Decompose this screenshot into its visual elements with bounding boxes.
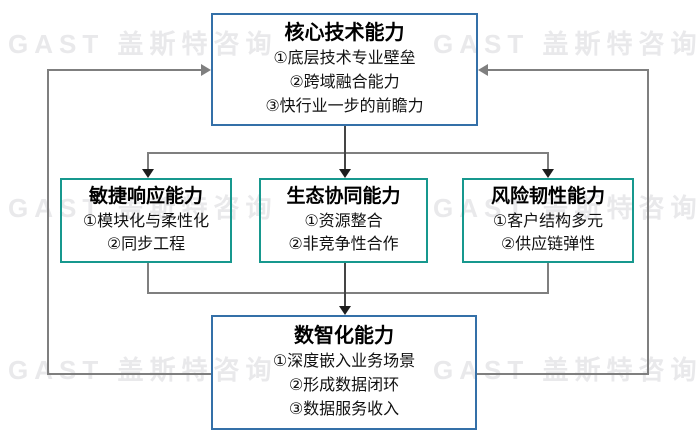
capability-item: ①客户结构多元 [492,213,604,231]
watermark-text: GAST 盖斯特咨询 [8,355,278,385]
connector-line [147,292,549,294]
box-digitalization-capability: 数智化能力 ①深度嵌入业务场景 ②形成数据闭环 ③数据服务收入 [211,315,477,430]
capability-item: ③快行业一步的前瞻力 [265,98,424,115]
capability-item: ②跨域融合能力 [289,74,400,91]
connector-line [147,152,549,154]
arrow-down-icon [542,169,554,178]
watermark-text: GAST 盖斯特咨询 [433,193,700,223]
arrow-down-icon [142,169,154,178]
connector-line [547,263,549,294]
box-title: 数智化能力 [294,325,394,347]
capability-item: ①资源整合 [304,213,383,231]
arrow-down-icon [339,306,351,315]
connector-line [344,263,346,294]
box-risk-resilience-capability: 风险韧性能力 ①客户结构多元 ②供应链弹性 [462,178,634,263]
connector-line [47,69,202,71]
box-agile-response-capability: 敏捷响应能力 ①模块化与柔性化 ②同步工程 [60,178,232,263]
capability-item: ③数据服务收入 [288,401,400,418]
connector-line [47,69,49,375]
capability-item: ②供应链弹性 [500,236,596,254]
connector-line [344,126,346,154]
connector-line [344,152,346,169]
capability-item: ①深度嵌入业务场景 [272,353,416,370]
box-title: 核心技术能力 [284,22,405,44]
connector-line [477,373,649,375]
capability-item: ①底层技术专业壁垒 [273,50,416,67]
watermark-text: GAST 盖斯特咨询 [8,193,278,223]
arrow-right-icon [201,64,211,76]
connector-line [488,69,649,71]
capability-item: ②形成数据闭环 [288,377,400,394]
connector-line [147,263,149,294]
connector-line [147,152,149,169]
capability-item: ①模块化与柔性化 [82,213,210,231]
connector-line [344,292,346,307]
arrow-left-icon [478,64,488,76]
box-title: 生态协同能力 [286,186,401,208]
capability-item: ②非竞争性合作 [288,236,399,254]
connector-line [47,373,211,375]
box-title: 敏捷响应能力 [88,186,203,208]
watermark-text: GAST 盖斯特咨询 [8,29,278,59]
arrow-down-icon [339,169,351,178]
box-core-tech-capability: 核心技术能力 ①底层技术专业壁垒 ②跨域融合能力 ③快行业一步的前瞻力 [211,13,478,126]
box-title: 风险韧性能力 [490,186,605,208]
connector-line [547,152,549,169]
connector-line [647,69,649,375]
capability-item: ②同步工程 [106,236,186,254]
box-eco-synergy-capability: 生态协同能力 ①资源整合 ②非竞争性合作 [259,178,428,263]
